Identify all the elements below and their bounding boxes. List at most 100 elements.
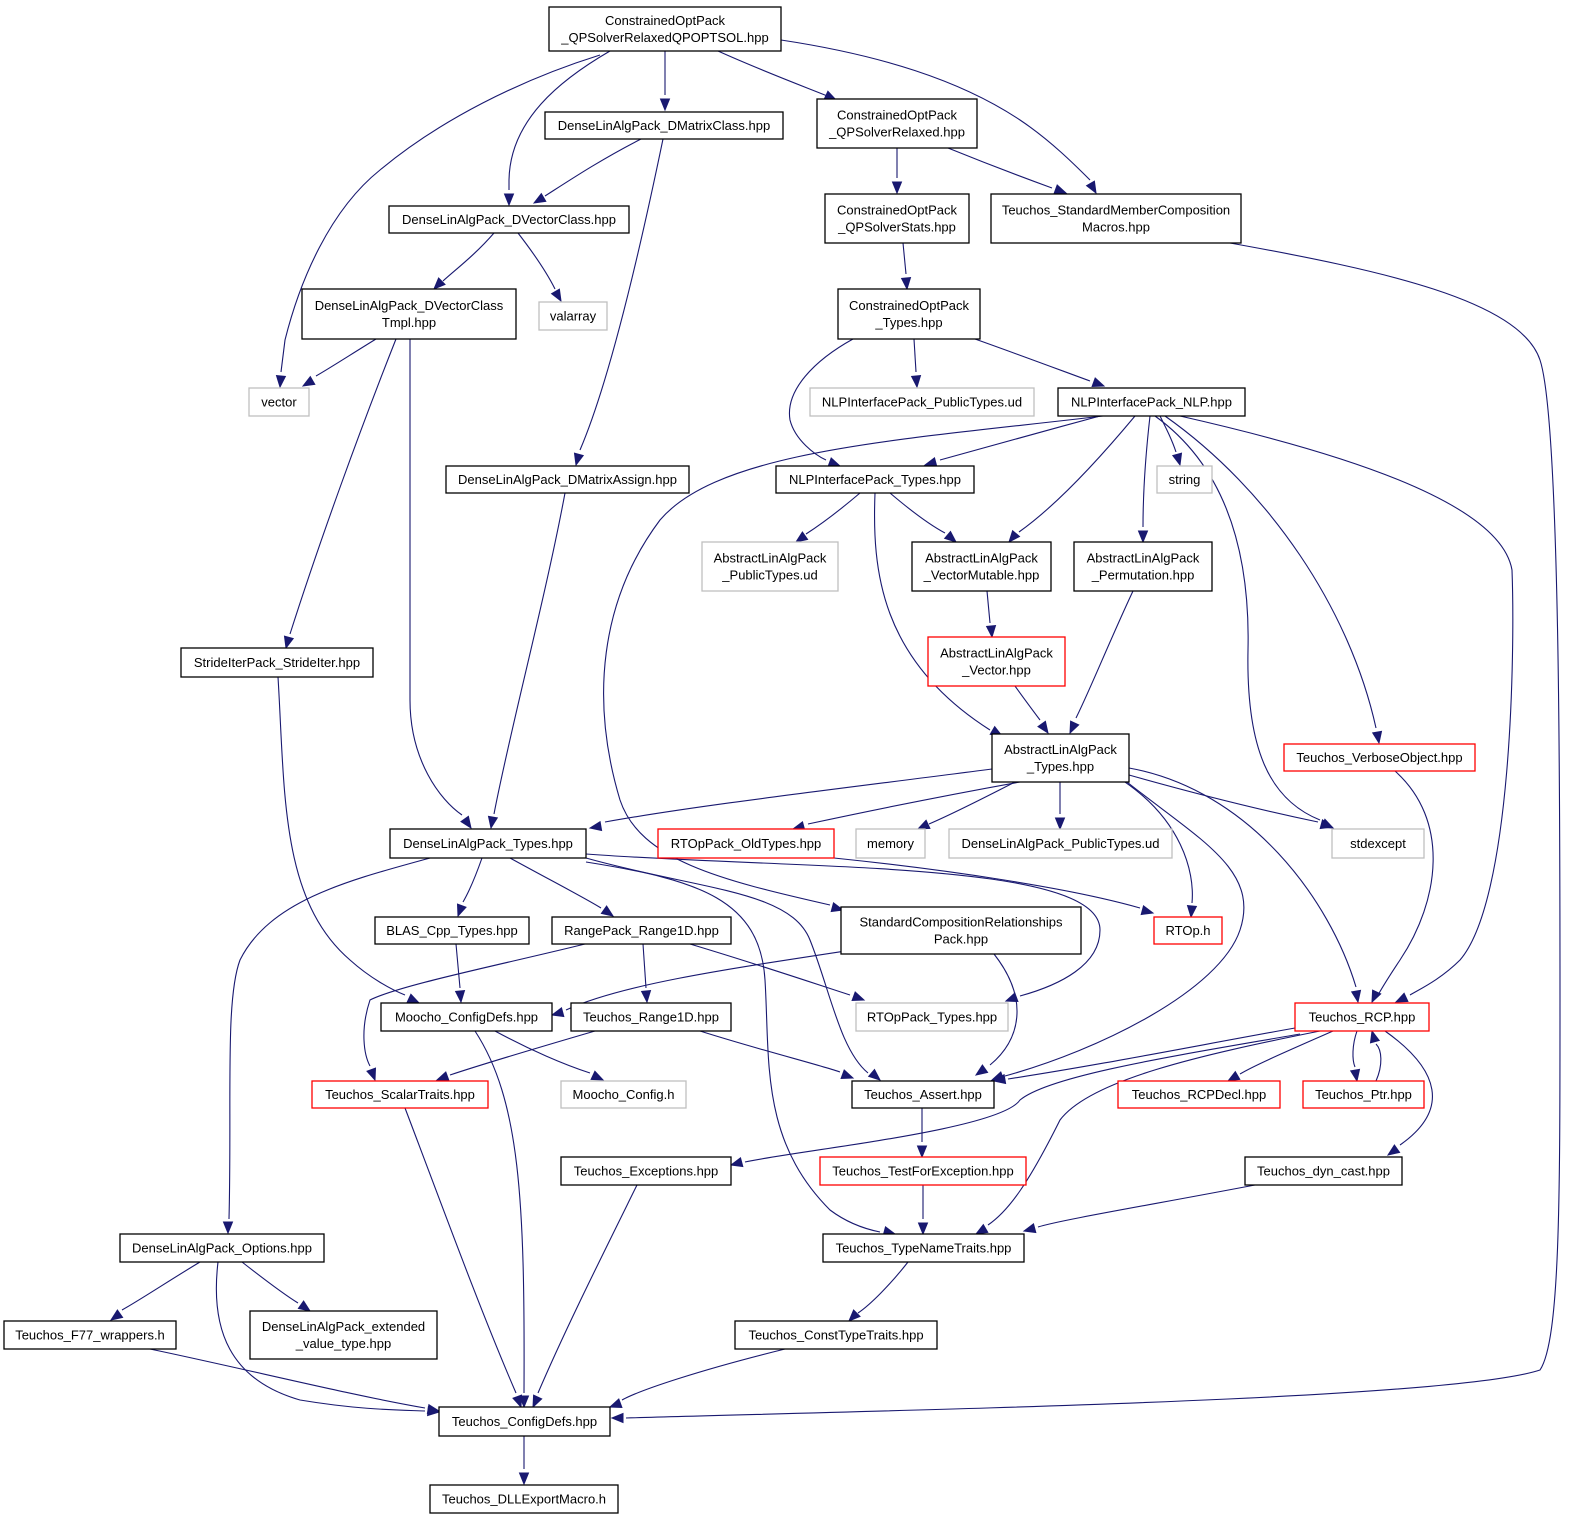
graph-node-n40[interactable]: Teuchos_Exceptions.hpp [560,1156,732,1186]
edge-arrowhead [503,193,515,207]
edge-arrowhead [910,375,922,389]
edge-arrowhead [992,1073,1007,1085]
edge-line [277,676,406,996]
graph-node-n19[interactable]: AbstractLinAlgPack_Vector.hpp [927,636,1066,687]
graph-node-n5[interactable]: Teuchos_StandardMemberCompositionMacros.… [990,193,1242,244]
node-box [816,98,978,149]
node-box [1073,541,1213,592]
node-box [851,1080,995,1109]
node-box [701,541,839,592]
edge-line [987,1030,1321,1226]
graph-node-n7: valarray [538,301,608,331]
graph-node-n22[interactable]: DenseLinAlgPack_Types.hpp [389,828,587,859]
graph-node-n8[interactable]: ConstrainedOptPack_Types.hpp [837,288,981,340]
node-box [1057,387,1246,417]
graph-node-n28[interactable]: RangePack_Range1D.hpp [551,916,732,945]
edge-n22-to-n27 [456,857,483,918]
node-label-line: AbstractLinAlgPack [1004,742,1117,757]
node-label-line: _QPSolverRelaxed.hpp [828,125,965,140]
edge-n0-to-n9 [275,54,601,389]
edge-n4-to-n8 [900,242,912,291]
graph-node-n47[interactable]: Teuchos_ConstTypeTraits.hpp [734,1320,938,1350]
graph-node-n0[interactable]: ConstrainedOptPack_QPSolverRelaxedQPOPTS… [548,6,782,52]
graph-node-n35[interactable]: Teuchos_ScalarTraits.hpp [311,1080,489,1109]
graph-node-n2[interactable]: ConstrainedOptPack_QPSolverRelaxed.hpp [816,98,978,149]
graph-node-n24: memory [855,828,926,859]
graph-node-n31[interactable]: Moocho_ConfigDefs.hpp [380,1002,553,1032]
edge-n22-to-n43 [222,857,431,1235]
graph-node-n11[interactable]: NLPInterfacePack_NLP.hpp [1057,387,1246,417]
edge-line [689,943,851,996]
edge-arrowhead [917,1222,929,1236]
edge-arrowhead [1186,905,1198,919]
edge-n48-to-n49 [518,1436,530,1486]
node-box [855,828,926,859]
node-label-line: string [1169,472,1201,487]
graph-node-n43[interactable]: DenseLinAlgPack_Options.hpp [119,1233,325,1263]
graph-node-n48[interactable]: Teuchos_ConfigDefs.hpp [438,1406,611,1437]
graph-node-n34[interactable]: Teuchos_RCP.hpp [1294,1002,1430,1032]
edge-arrowhead [640,990,652,1004]
graph-node-n17[interactable]: AbstractLinAlgPack_Permutation.hpp [1073,541,1213,592]
graph-node-n18[interactable]: StrideIterPack_StrideIter.hpp [180,647,374,678]
graph-node-n49[interactable]: Teuchos_DLLExportMacro.h [429,1484,619,1514]
node-box [551,916,732,945]
graph-node-n23[interactable]: RTOpPack_OldTypes.hpp [657,828,835,859]
edge-arrowhead [1022,1222,1037,1234]
graph-node-n4[interactable]: ConstrainedOptPack_QPSolverStats.hpp [824,193,970,244]
graph-node-n44[interactable]: Teuchos_TypeNameTraits.hpp [822,1233,1025,1263]
edge-line [986,590,991,624]
edge-line [1004,781,1245,1077]
graph-node-n42[interactable]: Teuchos_dyn_cast.hpp [1244,1156,1403,1186]
edge-arrowhead [610,1412,624,1424]
graph-node-n45[interactable]: Teuchos_F77_wrappers.h [3,1320,177,1350]
graph-node-n12[interactable]: DenseLinAlgPack_DMatrixAssign.hpp [445,465,690,494]
graph-node-n46[interactable]: DenseLinAlgPack_extended_value_type.hpp [249,1310,438,1360]
node-label-line: Teuchos_ConfigDefs.hpp [452,1414,597,1429]
edge-line [873,492,991,731]
edge-arrowhead [433,277,446,290]
graph-node-n27[interactable]: BLAS_Cpp_Types.hpp [374,916,530,945]
edge-line [780,39,1091,181]
graph-node-n37[interactable]: Teuchos_Assert.hpp [851,1080,995,1109]
graph-node-n1[interactable]: DenseLinAlgPack_DMatrixClass.hpp [544,111,784,140]
edge-line [544,138,642,197]
edge-n43-to-n46 [241,1261,312,1312]
node-label-line: Teuchos_ScalarTraits.hpp [325,1087,475,1102]
node-box [374,916,530,945]
node-label-line: Teuchos_RCP.hpp [1309,1010,1416,1025]
edge-line [508,50,611,190]
graph-node-n41[interactable]: Teuchos_TestForException.hpp [819,1156,1027,1186]
edge-arrowhead [1140,904,1155,916]
edge-line [409,339,463,816]
graph-node-n39[interactable]: Teuchos_Ptr.hpp [1302,1080,1425,1109]
graph-node-n20[interactable]: AbstractLinAlgPack_Types.hpp [991,733,1130,783]
edge-line [289,338,397,635]
edge-arrowhead [588,820,603,832]
edge-line [625,242,1561,1419]
graph-node-n21[interactable]: Teuchos_VerboseObject.hpp [1283,743,1476,772]
edge-line [494,1030,591,1074]
graph-node-n16[interactable]: AbstractLinAlgPack_VectorMutable.hpp [911,541,1052,592]
edge-line [788,338,854,461]
node-label-line: ConstrainedOptPack [605,13,725,28]
node-box [819,1156,1027,1186]
edge-arrowhead [275,375,287,389]
graph-node-n38[interactable]: Teuchos_RCPDecl.hpp [1117,1080,1281,1109]
node-label-line: Macros.hpp [1082,220,1150,235]
graph-node-n30[interactable]: RTOp.h [1153,916,1223,945]
edge-n20-to-n30 [1124,781,1198,919]
edge-line [517,232,556,290]
node-label-line: _VectorMutable.hpp [923,568,1040,583]
graph-node-n3[interactable]: DenseLinAlgPack_DVectorClass.hpp [388,205,630,234]
edge-arrowhead [532,1394,543,1409]
node-label-line: RangePack_Range1D.hpp [564,923,719,938]
node-box [570,1002,732,1032]
edge-n5-to-n48 [610,242,1561,1424]
graph-node-n32[interactable]: Teuchos_Range1D.hpp [570,1002,732,1032]
graph-node-n13[interactable]: NLPInterfacePack_Types.hpp [775,465,975,494]
node-label-line: _Vector.hpp [961,663,1031,678]
edge-n0-to-n1 [659,51,671,112]
